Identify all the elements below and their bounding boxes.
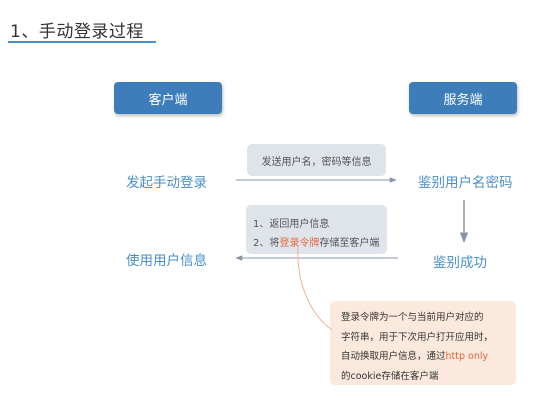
note-line2: 字符串，用于下次用户打开应用时，	[341, 331, 494, 343]
node-verify-credentials: 鉴别用户名密码	[418, 175, 513, 191]
note-line1: 登录令牌为一个与当前用户对应的	[341, 312, 484, 323]
note-line3: 自动换取用户信息，通过http only	[341, 347, 516, 367]
node-verify-success: 鉴别成功	[433, 255, 487, 271]
message-return-line2: 2、将登录令牌存储至客户端	[253, 234, 379, 249]
client-actor-label: 客户端	[148, 92, 188, 108]
note-line4: 的cookie存储在客户端	[341, 370, 439, 382]
message-send-credentials-text: 发送用户名，密码等信息	[261, 156, 372, 168]
login-token-note: 登录令牌为一个与当前用户对应的 字符串，用于下次用户打开应用时， 自动换取用户信…	[330, 301, 516, 385]
node-use-user-info: 使用用户信息	[126, 253, 207, 269]
server-actor-box: 服务端	[409, 82, 517, 114]
client-actor-box: 客户端	[114, 82, 222, 114]
message-return-info: 1、返回用户信息 2、将登录令牌存储至客户端	[246, 205, 387, 254]
http-only-highlight: http only	[445, 351, 489, 362]
message-send-credentials: 发送用户名，密码等信息	[247, 144, 386, 176]
page-title: 1、手动登录过程	[10, 22, 144, 42]
message-return-line2-suffix: 存储至客户端	[319, 238, 380, 249]
note-connector	[297, 245, 333, 331]
title-underline	[8, 41, 156, 43]
message-return-line1: 1、返回用户信息	[253, 219, 330, 230]
login-token-highlight: 登录令牌	[279, 238, 320, 249]
server-actor-label: 服务端	[443, 92, 483, 108]
node-manual-login: 发起手动登录	[126, 175, 207, 191]
note-line3-prefix: 自动换取用户信息，通过	[341, 351, 446, 362]
message-return-line2-prefix: 2、将	[253, 238, 280, 249]
